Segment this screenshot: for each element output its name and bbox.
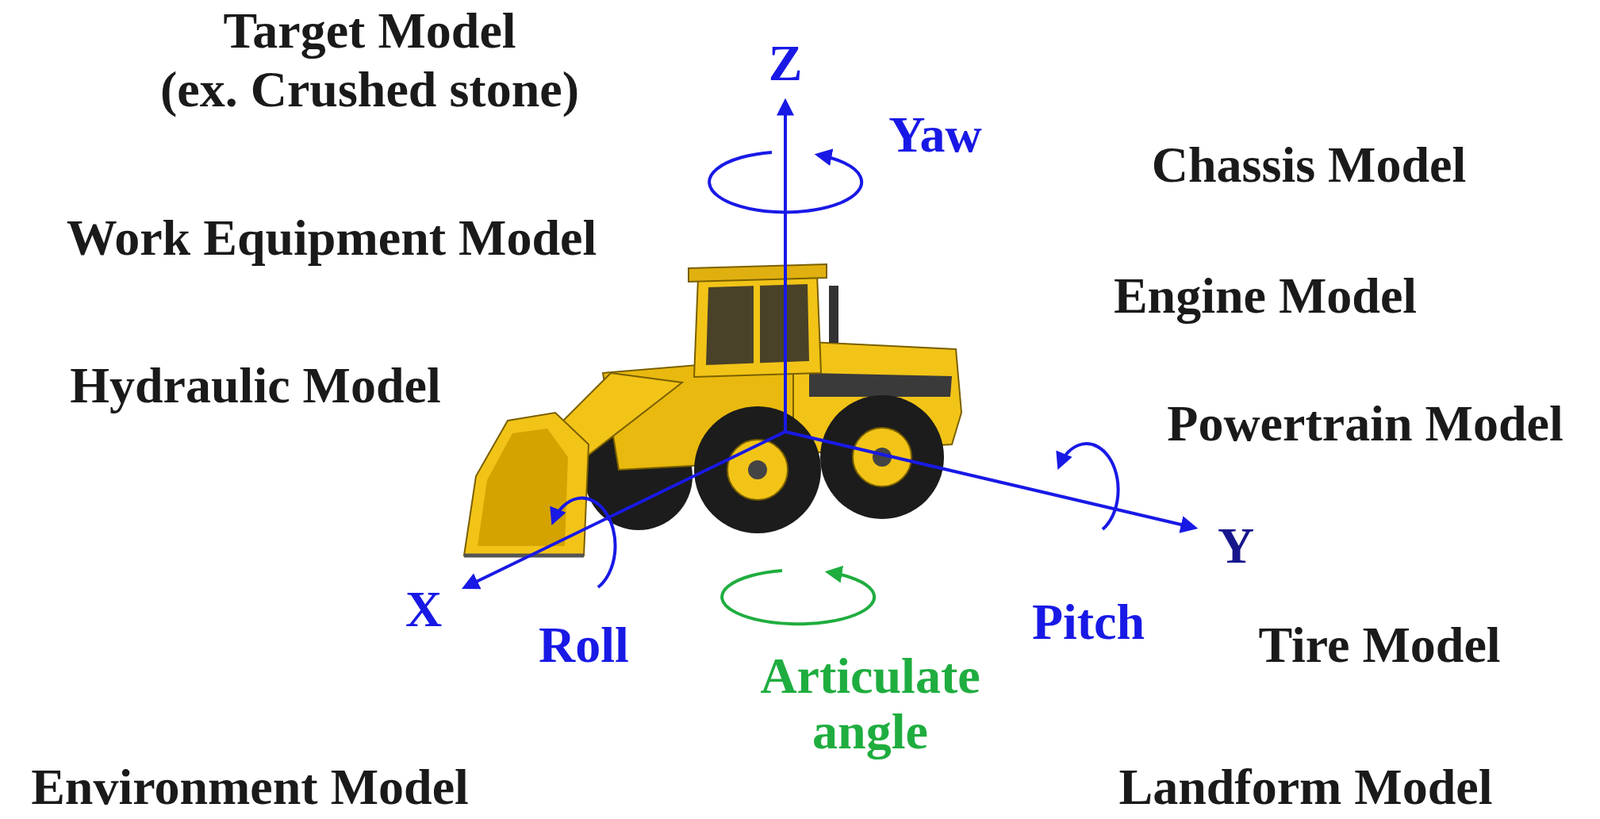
model-label: Tire Model (1258, 617, 1501, 673)
cab-roof (688, 264, 827, 282)
model-label: Chassis Model (1151, 137, 1467, 193)
model-label: Target Model (222, 3, 516, 59)
cab-window (705, 283, 810, 365)
wheel-loader (464, 264, 962, 556)
front-hub (748, 460, 768, 480)
model-label: Powertrain Model (1166, 395, 1563, 452)
cab (694, 273, 822, 377)
rear-tire (820, 395, 944, 519)
front-tire (694, 406, 822, 534)
axis-label: Z (768, 35, 803, 92)
yaw-arrow (709, 152, 862, 212)
rotation-label: Articulate angle (759, 648, 980, 760)
front-rim (727, 439, 788, 500)
y-axis (785, 431, 1195, 528)
cab-pillar (753, 285, 760, 364)
model-label: Work Equipment Model (66, 210, 598, 266)
axis-label: X (405, 581, 442, 637)
exhaust-stack (828, 285, 839, 343)
bucket (464, 412, 589, 556)
model-label: Engine Model (1113, 268, 1417, 324)
x-axis (464, 431, 786, 588)
articulate-arrow (721, 570, 875, 624)
axes (464, 101, 1195, 624)
model-label: Hydraulic Model (69, 357, 442, 414)
model-label: Environment Model (30, 759, 469, 815)
z-axis (783, 101, 787, 432)
model-note: (ex. Crushed stone) (160, 61, 580, 118)
bucket-inside (477, 428, 568, 546)
roll-arrow (552, 498, 616, 588)
rotation-label: Roll (538, 617, 630, 673)
body-stripe (809, 372, 952, 397)
rear-rim (852, 427, 912, 487)
axis-label: Y (1217, 517, 1255, 574)
model-label: Landform Model (1118, 759, 1493, 815)
pitch-arrow (1058, 443, 1119, 530)
rotation-label: Yaw (888, 107, 982, 163)
rotation-label: Pitch (1032, 594, 1145, 650)
